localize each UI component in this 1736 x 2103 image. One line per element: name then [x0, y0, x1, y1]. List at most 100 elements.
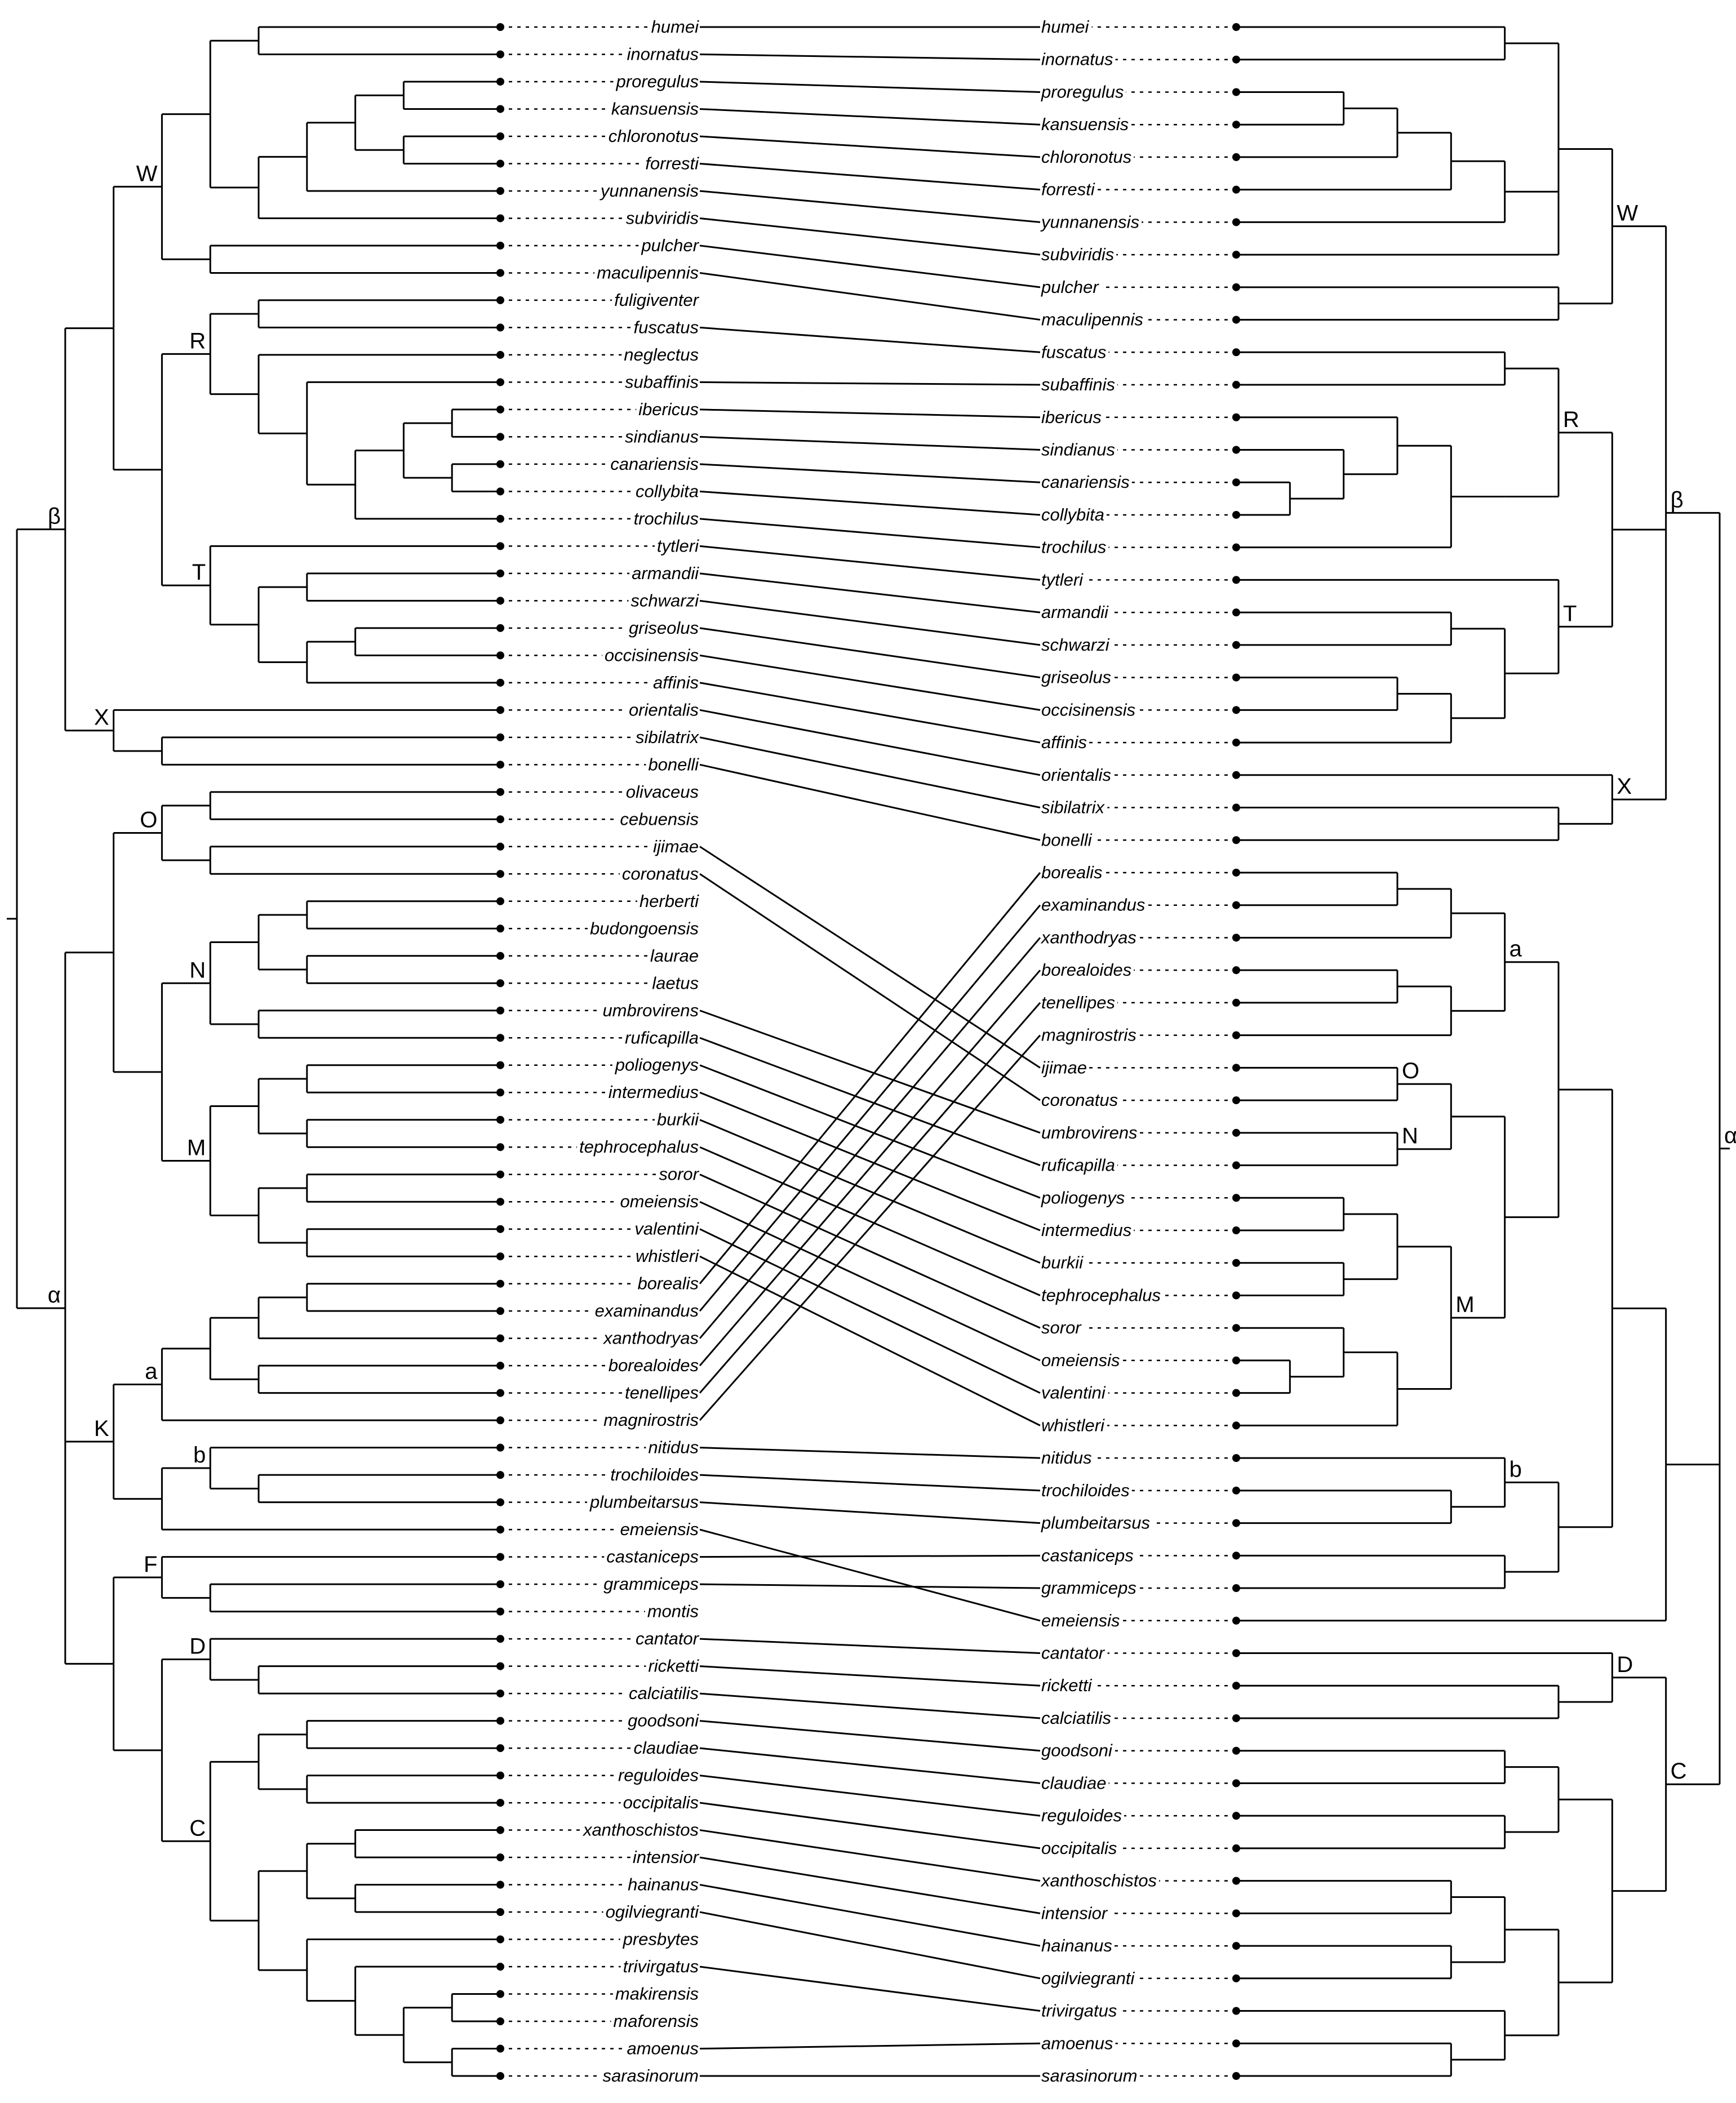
connector-castaniceps: [699, 1554, 1041, 1558]
label-backdrop: [1039, 1220, 1134, 1241]
taxon-label: ruficapilla: [1041, 1155, 1115, 1175]
connector-calciatilis: [699, 1692, 1041, 1719]
taxon-label: pulcher: [641, 235, 699, 255]
label-backdrop: [1039, 1903, 1111, 1923]
taxon-label: grammiceps: [1041, 1578, 1136, 1598]
label-backdrop: [1039, 570, 1086, 590]
label-backdrop: [608, 1465, 701, 1485]
connector-fuscatus: [699, 326, 1041, 353]
label-backdrop: [621, 344, 701, 364]
taxon-label: maculipennis: [1041, 310, 1143, 330]
label-backdrop: [1039, 862, 1105, 882]
taxon-label: ijimae: [653, 837, 699, 856]
label-backdrop: [646, 1656, 702, 1676]
label-backdrop: [620, 1793, 701, 1813]
taxon-label: montis: [647, 1602, 699, 1621]
connector-borealis: [699, 872, 1041, 1284]
connector-orientalis: [699, 709, 1041, 776]
taxon-label: fuscatus: [1041, 342, 1106, 362]
connector-subaffinis: [699, 381, 1041, 386]
label-backdrop: [1039, 1122, 1140, 1142]
taxon-label: trochilus: [634, 509, 699, 528]
taxon-label: ricketti: [648, 1656, 699, 1676]
taxon-label: coronatus: [1041, 1090, 1118, 1110]
label-backdrop: [623, 372, 701, 392]
taxon-label: laurae: [650, 946, 699, 966]
label-backdrop: [1039, 375, 1117, 395]
taxon-label: tytleri: [657, 536, 699, 555]
taxon-label: fuligiventer: [614, 290, 700, 310]
label-backdrop: [606, 126, 701, 146]
connector-omeiensis: [699, 1201, 1041, 1362]
connector-schwarzi: [699, 599, 1041, 646]
label-backdrop: [1039, 472, 1132, 492]
label-backdrop: [623, 1382, 701, 1403]
taxon-label: borealis: [637, 1274, 699, 1293]
label-backdrop: [1039, 1968, 1138, 1988]
connector-forresti: [699, 162, 1041, 191]
taxon-label: sindianus: [625, 426, 699, 446]
connector-kansuensis: [699, 108, 1041, 126]
label-backdrop: [1039, 667, 1114, 687]
label-backdrop: [1039, 1090, 1121, 1110]
connector-plumbeitarsus: [699, 1501, 1041, 1524]
taxon-label: neglectus: [624, 345, 699, 364]
label-backdrop: [649, 17, 702, 37]
label-backdrop: [600, 1328, 701, 1348]
label-backdrop: [1039, 1740, 1115, 1760]
label-backdrop: [637, 891, 702, 911]
taxon-label: borealoides: [609, 1355, 699, 1375]
taxon-label: trivirgatus: [623, 1957, 699, 1976]
taxon-label: whistleri: [1041, 1415, 1105, 1435]
label-backdrop: [1039, 700, 1138, 720]
label-backdrop: [587, 1492, 701, 1512]
label-backdrop: [597, 180, 701, 201]
taxon-label: burkii: [1041, 1253, 1084, 1273]
label-backdrop: [620, 1957, 701, 1977]
label-backdrop: [1039, 342, 1109, 362]
label-backdrop: [577, 1137, 701, 1157]
taxon-label: kansuensis: [611, 99, 699, 118]
taxon-label: armandii: [632, 563, 699, 583]
label-backdrop: [579, 1820, 701, 1840]
taxon-label: ijimae: [1041, 1057, 1087, 1077]
connector-magnirostris: [699, 1034, 1041, 1421]
connector-lines: [699, 26, 1041, 2077]
taxon-label: occipitalis: [623, 1793, 699, 1812]
taxon-label: castaniceps: [606, 1547, 699, 1567]
connector-maculipennis: [699, 272, 1041, 321]
taxon-label: yunnanensis: [1040, 212, 1139, 232]
label-backdrop: [629, 563, 702, 583]
taxon-label: valentini: [634, 1219, 699, 1239]
taxon-label: bonelli: [1041, 830, 1093, 850]
label-backdrop: [1039, 764, 1114, 785]
label-backdrop: [1039, 1480, 1132, 1500]
label-backdrop: [645, 1601, 701, 1621]
taxon-label: tephrocephalus: [1041, 1285, 1161, 1305]
label-backdrop: [651, 672, 701, 692]
label-backdrop: [628, 590, 702, 611]
taxon-label: sarasinorum: [602, 2066, 699, 2086]
taxon-label: borealis: [1041, 862, 1103, 882]
taxon-label: maculipennis: [597, 263, 699, 282]
taxon-label: nitidus: [1041, 1448, 1092, 1468]
taxon-label: subaffinis: [1041, 375, 1115, 394]
taxon-label: herberti: [640, 891, 699, 911]
taxon-label: nitidus: [648, 1438, 699, 1457]
label-backdrop: [618, 809, 701, 829]
label-backdrop: [1039, 1285, 1163, 1305]
taxon-label: tenellipes: [625, 1383, 699, 1403]
taxon-label: trochiloides: [610, 1465, 699, 1484]
clade-label-C: C: [1671, 1759, 1687, 1784]
label-backdrop: [600, 1000, 701, 1020]
taxon-label: fuscatus: [634, 317, 699, 337]
connector-soror: [699, 1173, 1041, 1329]
clade-label-C: C: [189, 1816, 206, 1840]
label-backdrop: [1039, 1708, 1114, 1728]
taxon-label: soror: [659, 1164, 699, 1184]
label-backdrop: [626, 700, 701, 720]
taxon-label: schwarzi: [631, 590, 699, 610]
taxon-label: grammiceps: [603, 1574, 699, 1594]
taxon-label: trochilus: [1041, 537, 1106, 557]
